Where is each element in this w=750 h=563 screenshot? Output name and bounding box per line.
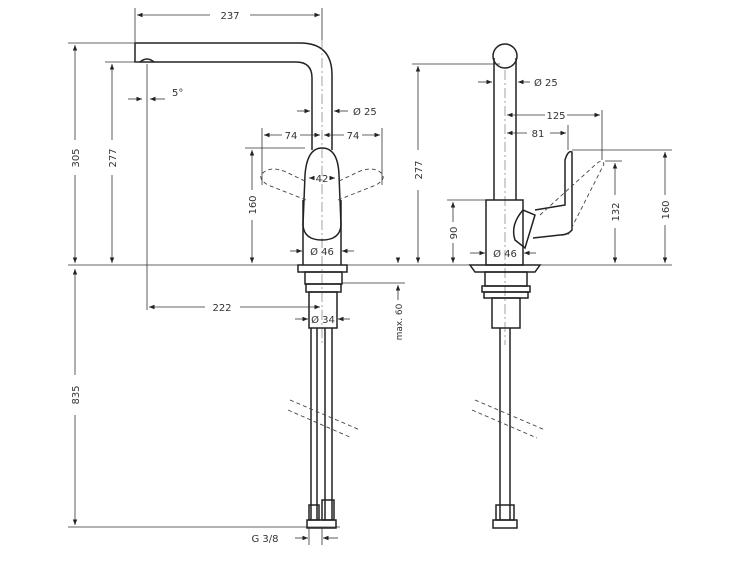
dim-hose-length: 835 [71,385,82,404]
dim-handle-height-open: 132 [611,202,622,221]
dim-spout-diameter: Ø 25 [353,106,377,118]
dim-max-counter-thickness: max. 60 [395,303,405,340]
dim-handle-height-closed: 160 [661,200,672,219]
dim-spray-angle: 5° [172,88,183,99]
front-view-dimensions: 237 305 277 5° Ø 25 74 74 160 42 Ø 46 [68,8,405,545]
dim-body-width: 42 [316,174,329,185]
dim-outlet-height: 277 [108,148,119,167]
dim-body-height: 90 [449,227,460,240]
dim-handle-reach-closed: 81 [532,129,545,140]
dim-side-base-diameter: Ø 46 [493,248,517,260]
dim-spout-reach: 237 [220,11,239,22]
dim-side-spout-diameter: Ø 25 [534,77,558,89]
dim-side-outlet-height: 277 [414,160,425,179]
dim-outlet-to-axis: 222 [212,303,231,314]
dim-handle-reach-open: 125 [546,111,565,122]
dim-handle-left-reach: 74 [285,131,298,142]
dim-handle-right-reach: 74 [347,131,360,142]
dim-connection-thread: G 3/8 [251,534,278,545]
front-view-faucet [134,40,384,529]
dim-handle-height: 160 [248,195,259,214]
dim-base-diameter: Ø 46 [310,246,334,258]
side-view-faucet [468,43,605,529]
dim-mounting-hole: Ø 34 [311,314,335,326]
side-view-dimensions: 277 Ø 25 125 81 160 132 90 Ø 46 [412,63,672,263]
dim-total-height: 305 [71,148,82,167]
